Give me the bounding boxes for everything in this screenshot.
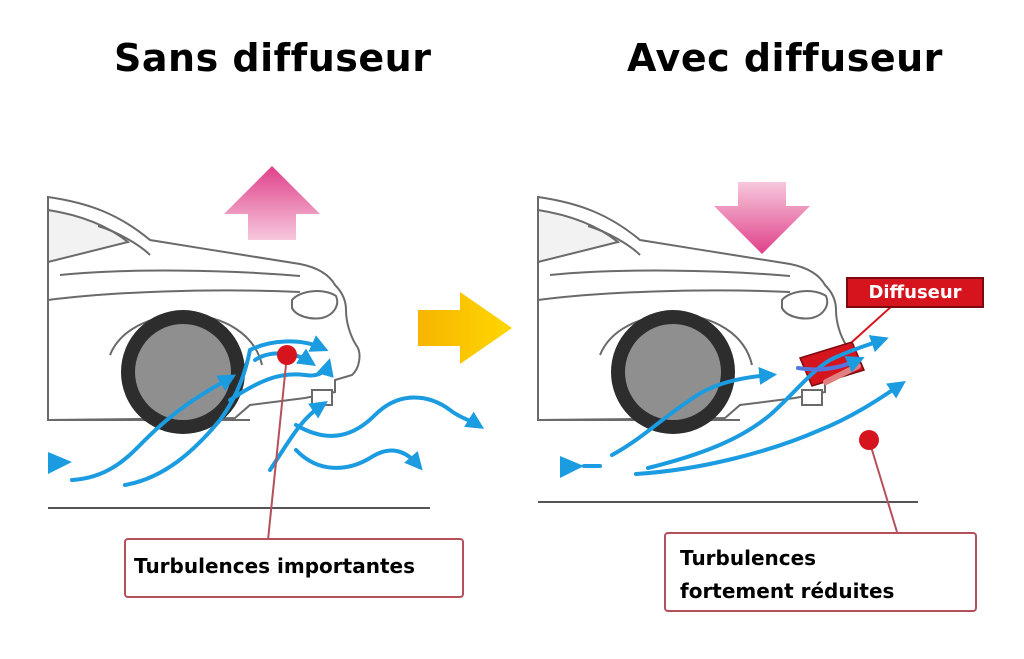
callout-pointer-right [868,439,898,533]
yellow-right-arrow-icon [418,292,512,364]
callout-turbulence-high-text: Turbulences importantes [134,554,415,578]
wheel-right [611,310,735,434]
callout-turbulence-high: Turbulences importantes [124,538,464,598]
title-without-diffuser: Sans diffuseur [114,36,432,80]
pink-down-arrow-icon [714,182,810,254]
callout-pointer-left [267,354,288,541]
turbulence-dot-left [277,345,297,365]
turbulence-dot-right [859,430,879,450]
airflow-right [560,335,906,478]
diffuser-label: Diffuseur [846,277,984,308]
callout-turbulence-reduced: Turbulences fortement réduites [664,532,977,612]
callout-turbulence-reduced-line1: Turbulences [680,546,817,570]
callout-turbulence-reduced-line2: fortement réduites [680,579,895,603]
wheel-left [121,310,245,434]
title-with-diffuser: Avec diffuseur [627,36,943,80]
pink-up-arrow-icon [224,166,320,240]
